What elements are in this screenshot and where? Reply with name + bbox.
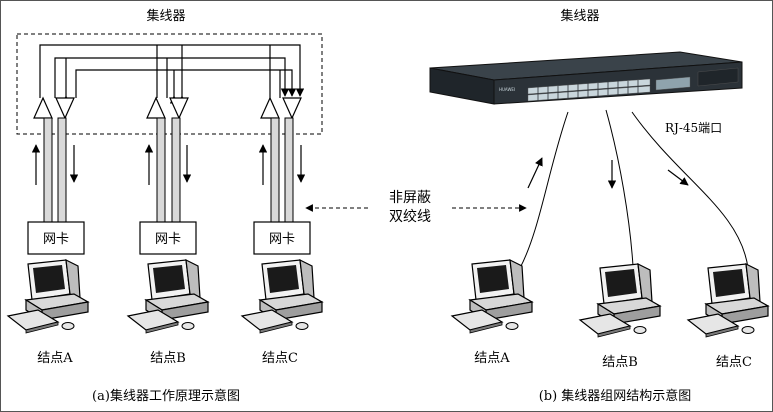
transmit-amplifier-icon — [146, 96, 166, 119]
nic-label: 网卡 — [155, 232, 181, 247]
right-caption: (b) 集线器组网结构示意图 — [539, 388, 692, 404]
hub-bus-wires — [39, 44, 305, 104]
upload-arrow — [527, 157, 543, 189]
computer-icon — [687, 263, 769, 338]
twisted-pair-cable — [57, 117, 67, 223]
left-node-b-label: 结点B — [150, 351, 186, 366]
switch-port-block — [527, 76, 691, 102]
left-node-c-label: 结点C — [262, 351, 298, 366]
transmit-amplifier-icon — [33, 96, 53, 119]
transmit-amplifier-icon — [260, 96, 280, 119]
hub-dashed-boundary — [16, 33, 323, 135]
left-node-b-chain: 网卡 — [139, 96, 197, 255]
twisted-pair-cable — [270, 117, 280, 223]
right-node-c-label: 结点C — [716, 355, 752, 370]
left-node-a-label: 结点A — [37, 351, 73, 366]
right-hub-title: 集线器 — [560, 8, 599, 24]
computer-icon — [241, 259, 323, 334]
right-node-b-label: 结点B — [602, 355, 638, 370]
left-node-c-chain: 网卡 — [253, 96, 311, 255]
twisted-pair-cable — [171, 117, 181, 223]
switch-cables — [519, 109, 749, 269]
receive-amplifier-icon — [169, 97, 189, 120]
computer-icon — [451, 259, 533, 334]
left-hub-title: 集线器 — [146, 8, 185, 24]
computer-icon — [7, 259, 89, 334]
twisted-pair-cable — [43, 117, 53, 223]
port-label: RJ-45端口 — [665, 121, 722, 135]
cable-label-line2: 双绞线 — [389, 208, 431, 225]
computer-icon — [127, 259, 209, 334]
nic-box — [139, 221, 197, 255]
cable-label-line1: 非屏蔽 — [389, 190, 431, 206]
switch-port-dividers — [537, 80, 639, 101]
receive-amplifier-icon — [282, 97, 302, 120]
nic-label: 网卡 — [269, 232, 295, 247]
switch-brand: HUAWEI — [499, 87, 515, 92]
nic-label: 网卡 — [43, 232, 69, 247]
computer-icon — [579, 263, 661, 338]
download-arrow — [667, 169, 689, 186]
twisted-pair-cable — [284, 117, 294, 223]
left-caption: (a)集线器工作原理示意图 — [92, 388, 240, 404]
twisted-pair-cable — [156, 117, 166, 223]
right-node-a-label: 结点A — [474, 351, 510, 366]
nic-box — [253, 221, 311, 255]
nic-box — [27, 221, 85, 255]
left-node-a-chain: 网卡 — [27, 96, 85, 255]
network-switch: HUAWEI — [429, 51, 743, 105]
receive-amplifier-icon — [55, 97, 75, 120]
